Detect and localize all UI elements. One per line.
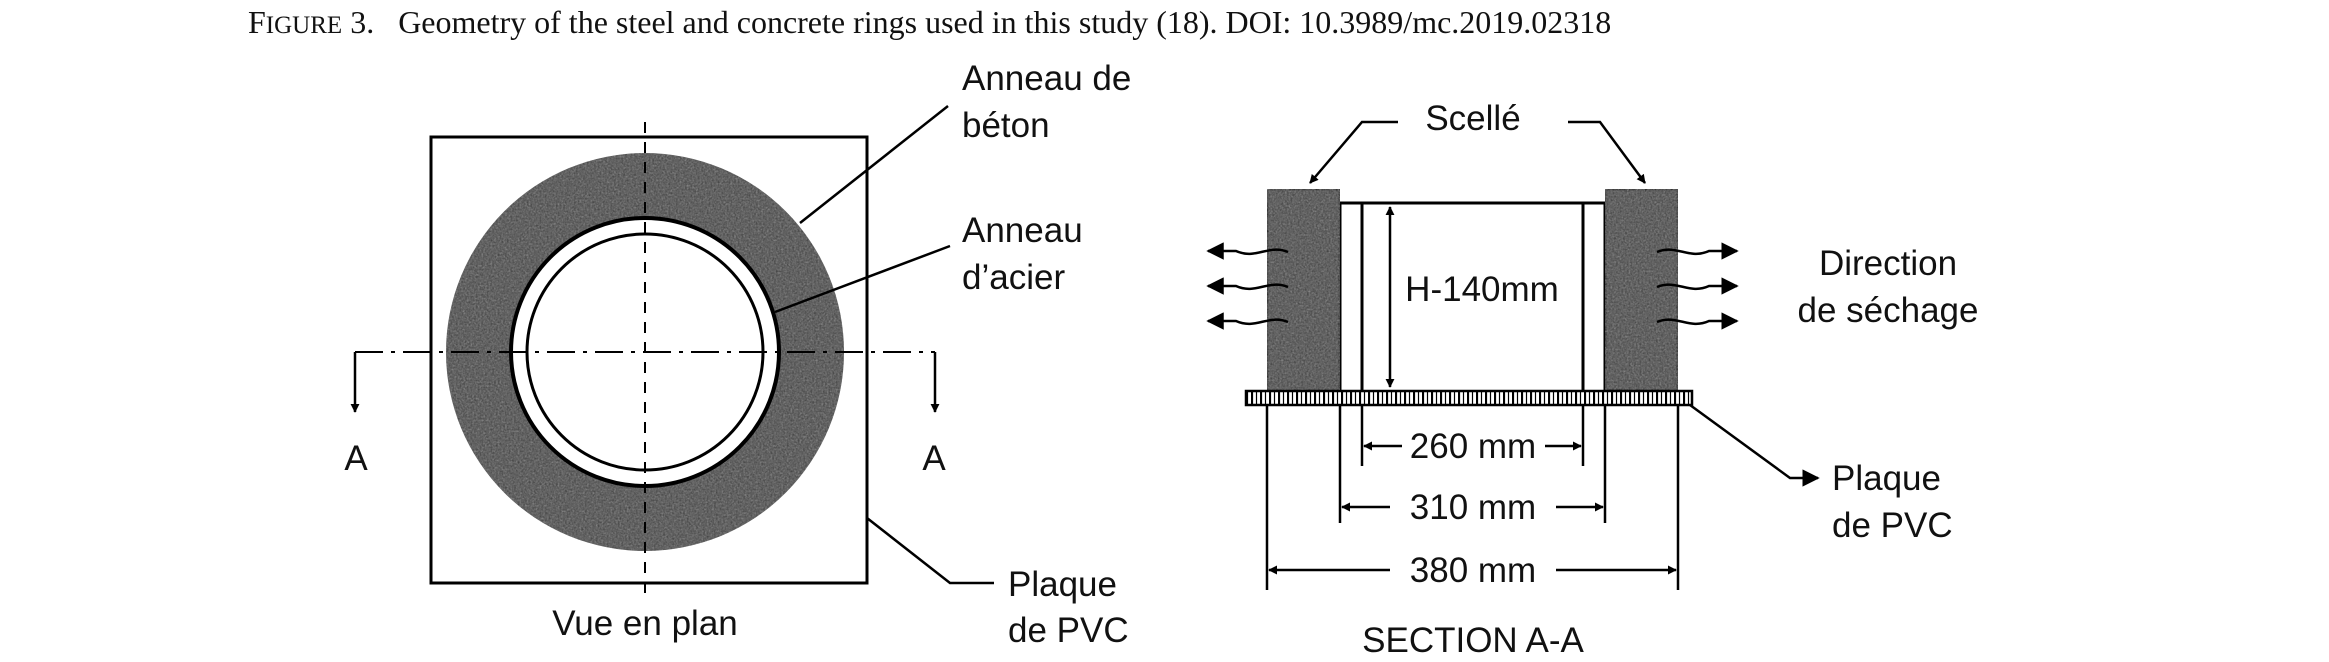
plan-plate-leader [866,517,994,585]
plan-pvc-plate [429,135,869,585]
dimension-inner-260: 260 mm [1363,427,1582,466]
plan-view-title: Vue en plan [552,604,738,643]
dimension-middle-label: 310 mm [1410,488,1536,527]
drying-arrows-right [1656,242,1739,330]
steel-ring-leader [774,244,951,314]
dimension-outer-380: 380 mm [1268,551,1677,590]
sealed-label: Scellé [1425,99,1520,138]
extension-lines [1265,405,1680,590]
section-mark-left: A [344,439,368,478]
section-plate-leader [1689,403,1820,487]
drying-direction-label-line2: de séchage [1798,291,1979,330]
section-plate-label-line2: de PVC [1832,506,1953,545]
concrete-ring-label-line2: béton [962,106,1050,145]
concrete-section-left [1265,187,1342,393]
section-mark-right: A [922,439,946,478]
caption-text: Geometry of the steel and concrete rings… [398,4,1611,40]
plan-view: A A Anneau de béton Anneau d’acier Plaqu… [344,59,1131,650]
sealed-arrow-left [1309,120,1398,184]
dimension-middle-310: 310 mm [1341,488,1604,527]
section-pvc-plate [1244,389,1694,407]
concrete-ring-label-line1: Anneau de [962,59,1131,98]
caption-figure-word: IGURE [266,12,342,39]
drying-direction-label-line1: Direction [1819,244,1957,283]
section-plate-label-line1: Plaque [1832,459,1941,498]
concrete-ring-leader [799,105,949,224]
dimension-outer-label: 380 mm [1410,551,1536,590]
plan-plate-label-line2: de PVC [1008,611,1129,650]
dimension-inner-label: 260 mm [1410,427,1536,466]
steel-ring-label-line2: d’acier [962,258,1065,297]
concrete-section-right [1603,187,1680,393]
caption-figure-number: 3. [350,4,374,40]
height-dimension-label: H-140mm [1405,270,1559,309]
sealed-arrow-right [1568,120,1647,184]
section-view-title: SECTION A-A [1362,621,1584,660]
figure-caption: FIGURE 3. Geometry of the steel and concre… [248,4,1611,40]
plan-plate-label-line1: Plaque [1008,565,1117,604]
section-view: Scellé H-140mm Direction de séchage Plaq… [1206,99,1979,660]
caption-figure-initial: F [248,4,266,40]
steel-ring-label-line1: Anneau [962,211,1083,250]
drying-arrows-left [1206,242,1289,330]
